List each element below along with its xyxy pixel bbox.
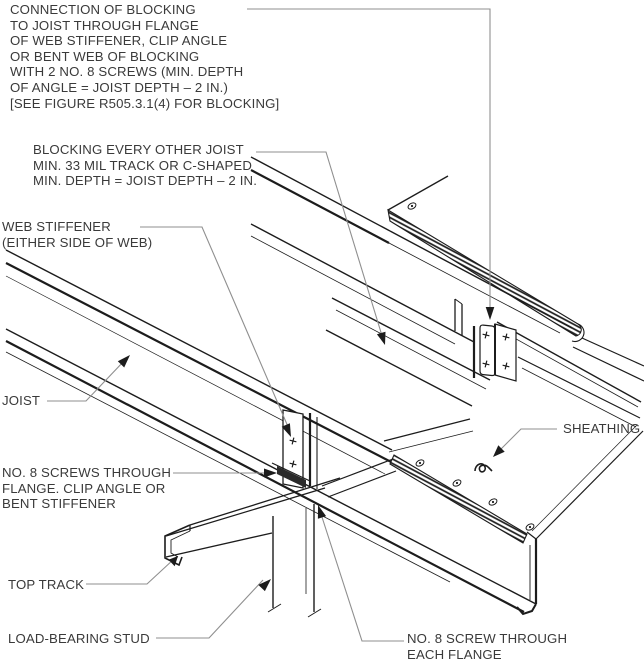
stud-break-mark <box>307 608 322 618</box>
callout-sheathing: SHEATHING <box>563 421 640 437</box>
callout-screws-flange-line: FLANGE. CLIP ANGLE OR <box>2 480 166 496</box>
sheathing-strip-break-edge <box>535 430 644 540</box>
callout-connection-line: CONNECTION OF BLOCKING <box>10 2 196 17</box>
sheathing-strip-screws <box>415 459 535 531</box>
callout-screws-flange-line: NO. 8 SCREWS THROUGH <box>2 465 172 480</box>
leader-lines <box>47 8 557 642</box>
callout-blocking: BLOCKING EVERY OTHER JOIST MIN. 33 MIL T… <box>33 142 257 189</box>
clip-angle-back-leg <box>494 323 517 382</box>
callout-connection-line: TO JOIST THROUGH FLANGE <box>10 17 199 33</box>
stud-break-mark <box>267 603 282 613</box>
leader-top-track <box>86 558 175 585</box>
sheathing-strip <box>383 418 644 544</box>
sheathing-break-squiggle <box>474 462 493 473</box>
callout-screw-each-flange-line: NO. 8 SCREW THROUGH <box>407 631 568 646</box>
callout-load-bearing-stud: LOAD-BEARING STUD <box>8 631 150 647</box>
leader-joist <box>47 360 125 402</box>
callout-joist-line: JOIST <box>2 393 41 408</box>
callout-connection-line: [SEE FIGURE R505.3.1(4) FOR BLOCKING] <box>10 95 280 111</box>
callout-joist: JOIST <box>2 393 40 409</box>
top-track <box>164 458 397 567</box>
joist-back <box>250 156 573 345</box>
callout-web-stiffener: WEB STIFFENER (EITHER SIDE OF WEB) <box>2 219 152 250</box>
callout-connection-line: OR BENT WEB OF BLOCKING <box>10 48 200 64</box>
sheathing-strip-hatch <box>389 454 528 544</box>
clip-angle <box>472 323 517 382</box>
leader-screw-each-flange <box>320 513 404 642</box>
sheathing-break-edge <box>387 175 449 211</box>
flange-bearing-cluster <box>277 466 306 488</box>
leader-blocking <box>256 151 384 340</box>
callout-screws-flange: NO. 8 SCREWS THROUGH FLANGE. CLIP ANGLE … <box>2 465 171 512</box>
clip-angle-screws <box>482 331 510 370</box>
web-stiffener-screws <box>289 437 297 468</box>
leader-web-stiffener <box>140 226 290 430</box>
callout-top-track: TOP TRACK <box>8 577 84 593</box>
callout-blocking-line: BLOCKING EVERY OTHER JOIST <box>33 142 244 157</box>
callout-connection-line: WITH 2 NO. 8 SCREWS (MIN. DEPTH <box>10 64 244 80</box>
leader-arrowheads <box>117 307 505 592</box>
callout-blocking-line: MIN. DEPTH = JOIST DEPTH – 2 IN. <box>33 173 258 189</box>
sheathing-screw <box>407 202 417 210</box>
callout-connection: CONNECTION OF BLOCKING TO JOIST THROUGH … <box>10 2 279 111</box>
callout-screw-each-flange: NO. 8 SCREW THROUGH EACH FLANGE <box>407 631 567 662</box>
joist-cut-end <box>516 531 538 616</box>
callout-blocking-line: MIN. 33 MIL TRACK OR C-SHAPED <box>33 157 253 173</box>
sheathing-rounded-corner <box>571 323 585 343</box>
leader-stud <box>156 579 264 639</box>
callout-connection-line: OF ANGLE = JOIST DEPTH – 2 IN.) <box>10 79 229 95</box>
callout-web-stiffener-line: (EITHER SIDE OF WEB) <box>2 234 153 250</box>
load-bearing-stud <box>267 504 322 618</box>
clip-angle-front-leg <box>479 324 496 377</box>
top-track-c-end <box>164 524 191 567</box>
web-stiffener <box>271 409 318 489</box>
callout-screws-flange-line: BENT STIFFENER <box>2 496 116 512</box>
callout-screw-each-flange-line: EACH FLANGE <box>407 646 502 662</box>
rim-members-right <box>496 321 642 428</box>
joist-front <box>5 249 537 613</box>
callout-sheathing-line: SHEATHING <box>563 421 641 436</box>
callout-connection-line: OF WEB STIFFENER, CLIP ANGLE <box>10 33 228 49</box>
callout-load-bearing-stud-line: LOAD-BEARING STUD <box>8 631 150 646</box>
callout-top-track-line: TOP TRACK <box>8 577 85 592</box>
sheathing-upper-panel <box>387 175 644 382</box>
blocking-piece <box>325 297 491 407</box>
leader-connection <box>247 8 491 312</box>
callout-web-stiffener-line: WEB STIFFENER <box>2 219 111 234</box>
leader-sheathing <box>497 428 557 453</box>
